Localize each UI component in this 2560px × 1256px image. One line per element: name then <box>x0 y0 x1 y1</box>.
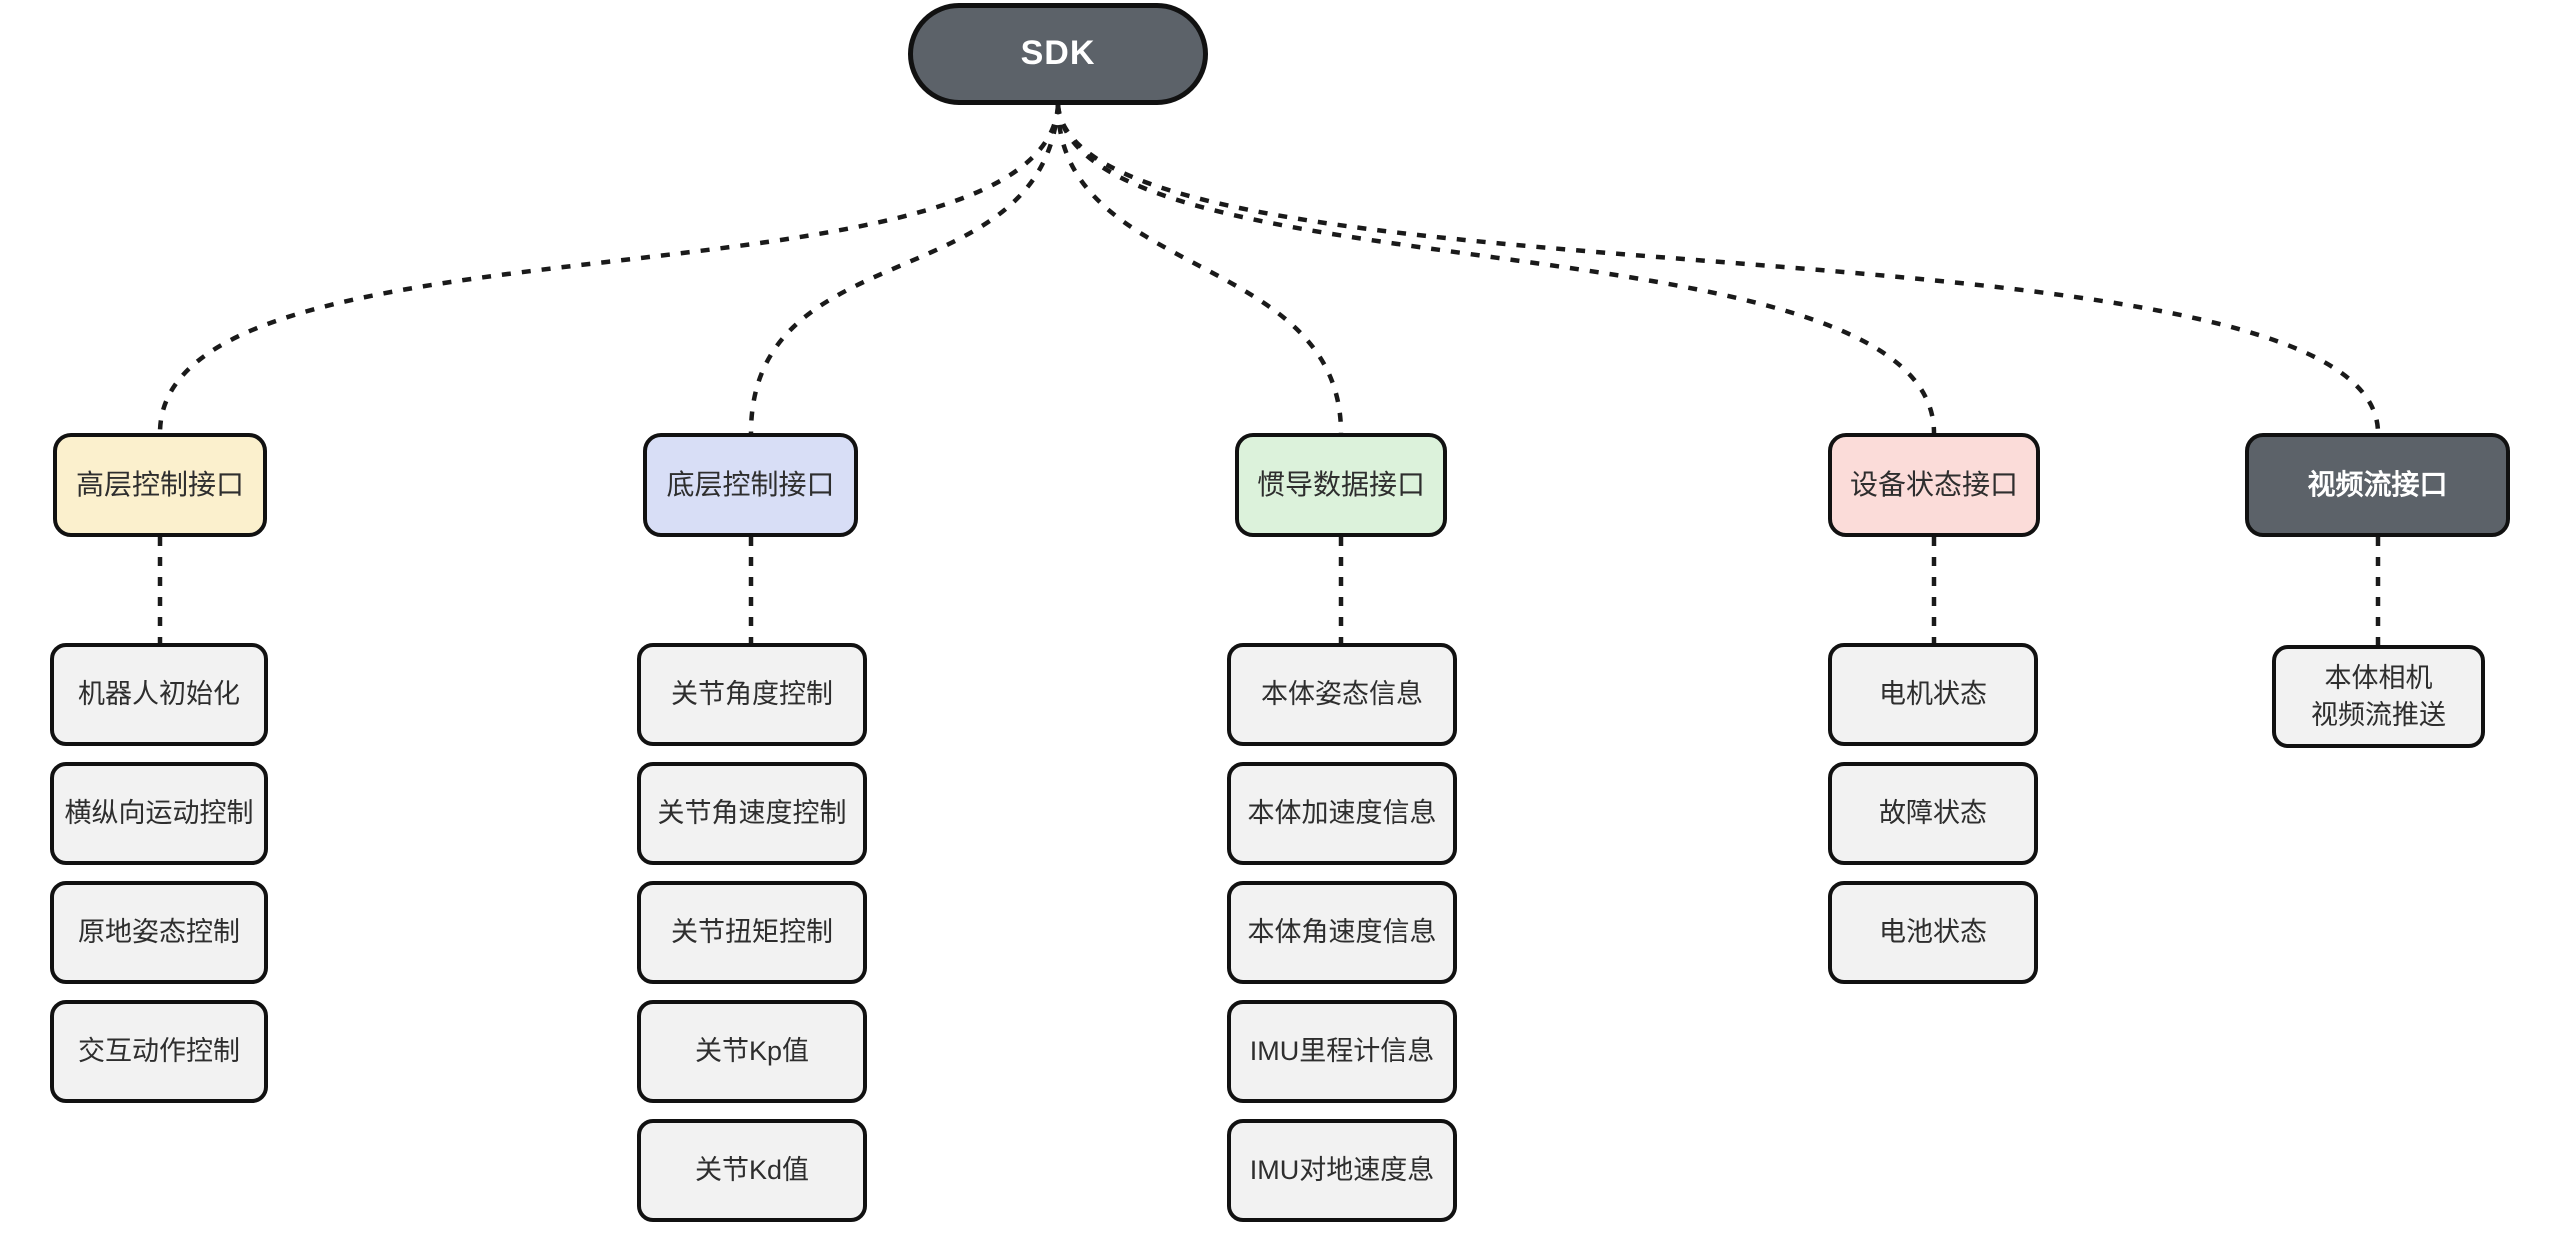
child-label: 关节Kp值 <box>694 1036 810 1067</box>
child-label: 交互动作控制 <box>78 1036 240 1067</box>
branch-label: 视频流接口 <box>2307 469 2448 501</box>
child-label: 电机状态 <box>1879 679 1987 710</box>
child-label: 关节Kd值 <box>694 1155 810 1186</box>
child-label: 原地姿态控制 <box>78 917 240 948</box>
child-label: 本体相机 视频流推送 <box>2311 663 2446 730</box>
branch-label: 高层控制接口 <box>75 469 244 501</box>
node-child-robot-initialization: 机器人初始化 <box>50 643 268 746</box>
edge-sdk-to-device-status <box>1055 104 1937 434</box>
child-label: IMU对地速度息 <box>1249 1155 1435 1186</box>
child-label: IMU里程计信息 <box>1249 1036 1435 1067</box>
node-child-fault-status: 故障状态 <box>1828 762 2038 865</box>
node-child-imu-ground-speed-info: IMU对地速度息 <box>1227 1119 1457 1222</box>
node-child-joint-kd-value: 关节Kd值 <box>637 1119 867 1222</box>
node-child-joint-angular-velocity-control: 关节角速度控制 <box>637 762 867 865</box>
node-child-joint-torque-control: 关节扭矩控制 <box>637 881 867 984</box>
node-child-body-acceleration-info: 本体加速度信息 <box>1227 762 1457 865</box>
child-label: 关节角速度控制 <box>657 798 847 829</box>
node-child-body-posture-info: 本体姿态信息 <box>1227 643 1457 746</box>
branch-label: 设备状态接口 <box>1849 469 2018 501</box>
node-child-joint-angle-control: 关节角度控制 <box>637 643 867 746</box>
child-label: 本体角速度信息 <box>1247 917 1437 948</box>
node-child-interactive-action-control: 交互动作控制 <box>50 1000 268 1103</box>
edge-sdk-to-imu-data <box>1055 104 1344 434</box>
edge-sdk-to-high-level-control <box>157 104 1061 434</box>
node-child-body-angular-velocity-info: 本体角速度信息 <box>1227 881 1457 984</box>
child-label: 横纵向运动控制 <box>64 798 254 829</box>
node-child-motor-status: 电机状态 <box>1828 643 2038 746</box>
node-branch-high-level-control-api: 高层控制接口 <box>53 433 267 537</box>
child-label: 机器人初始化 <box>78 679 240 710</box>
node-branch-device-status-api: 设备状态接口 <box>1828 433 2040 537</box>
edge-sdk-to-video-stream <box>1055 104 2381 434</box>
node-child-camera-video-stream-push: 本体相机 视频流推送 <box>2272 645 2485 748</box>
node-child-imu-odometry-info: IMU里程计信息 <box>1227 1000 1457 1103</box>
node-branch-low-level-control-api: 底层控制接口 <box>643 433 858 537</box>
node-child-battery-status: 电池状态 <box>1828 881 2038 984</box>
node-child-lateral-longitudinal-motion-control: 横纵向运动控制 <box>50 762 268 865</box>
edge-sdk-to-low-level-control <box>748 104 1061 434</box>
child-label: 本体姿态信息 <box>1261 679 1423 710</box>
branch-label: 惯导数据接口 <box>1256 469 1425 501</box>
child-label: 本体加速度信息 <box>1247 798 1437 829</box>
node-child-joint-kp-value: 关节Kp值 <box>637 1000 867 1103</box>
child-label: 故障状态 <box>1879 798 1987 829</box>
node-branch-video-stream-api: 视频流接口 <box>2245 433 2510 537</box>
child-label: 关节扭矩控制 <box>671 917 833 948</box>
node-sdk-label: SDK <box>1020 34 1096 73</box>
child-label: 关节角度控制 <box>671 679 833 710</box>
node-child-in-place-posture-control: 原地姿态控制 <box>50 881 268 984</box>
node-sdk-root: SDK <box>908 3 1208 105</box>
branch-label: 底层控制接口 <box>666 469 835 501</box>
child-label: 电池状态 <box>1879 917 1987 948</box>
node-branch-imu-data-api: 惯导数据接口 <box>1235 433 1447 537</box>
